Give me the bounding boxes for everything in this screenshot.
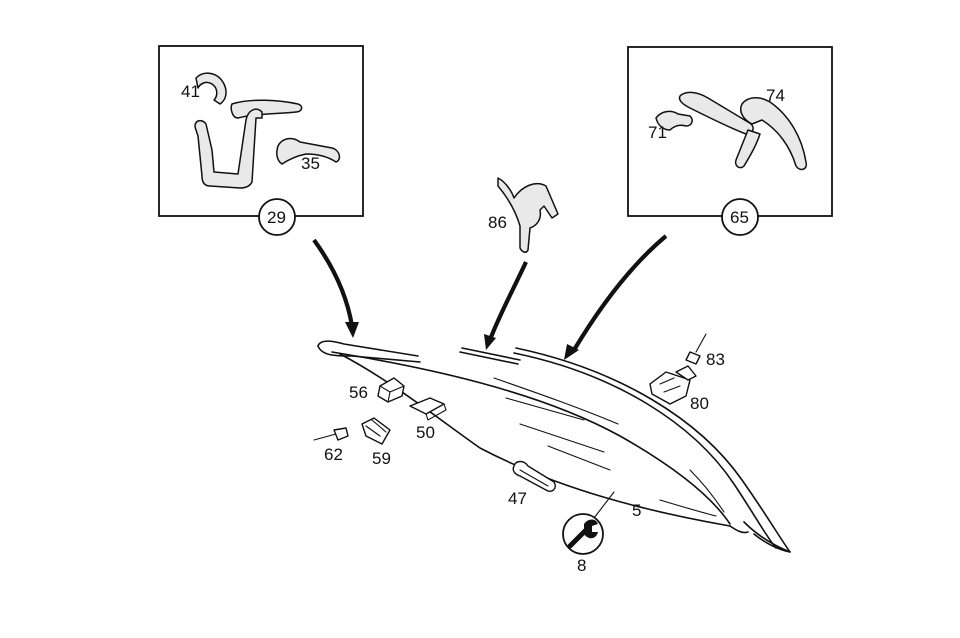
callout-8-label: 8 [577,556,586,575]
label-86: 86 [488,213,507,232]
label-47: 47 [508,489,527,508]
label-35: 35 [301,154,320,173]
detail-box-29: 41 35 29 [158,45,364,236]
label-56: 56 [349,383,368,402]
callout-8[interactable]: 8 [562,513,604,575]
part-62: 62 [313,427,349,464]
part-47: 47 [508,460,556,508]
label-59: 59 [372,449,391,468]
part-59: 59 [361,417,391,468]
arrows [312,234,668,360]
part-80: 80 [649,365,709,413]
seal-35 [276,137,341,165]
seal-41-clip [195,72,227,105]
label-62: 62 [324,445,343,464]
seal-71-clip [655,110,693,131]
part-56: 56 [349,377,405,403]
callout-65-circle[interactable] [721,198,759,236]
part-83: 83 [685,333,725,369]
label-71: 71 [648,123,667,142]
label-74: 74 [766,86,785,105]
label-80: 80 [690,394,709,413]
seal-65-stem [734,129,761,169]
seal-74 [740,97,808,171]
detail-box-65: 74 71 65 [627,46,833,236]
label-83: 83 [706,350,725,369]
callout-29-circle[interactable] [258,198,296,236]
windshield-glass: 5 [317,340,791,553]
label-50: 50 [416,423,435,442]
wrench-icon [567,519,598,549]
seal-u-channel [194,108,263,189]
label-5: 5 [632,501,641,520]
callout-29-label: 29 [267,208,286,227]
part-50: 50 [409,397,447,442]
callout-65-label: 65 [730,208,749,227]
seal-86: 86 [488,177,559,253]
label-41: 41 [181,82,200,101]
